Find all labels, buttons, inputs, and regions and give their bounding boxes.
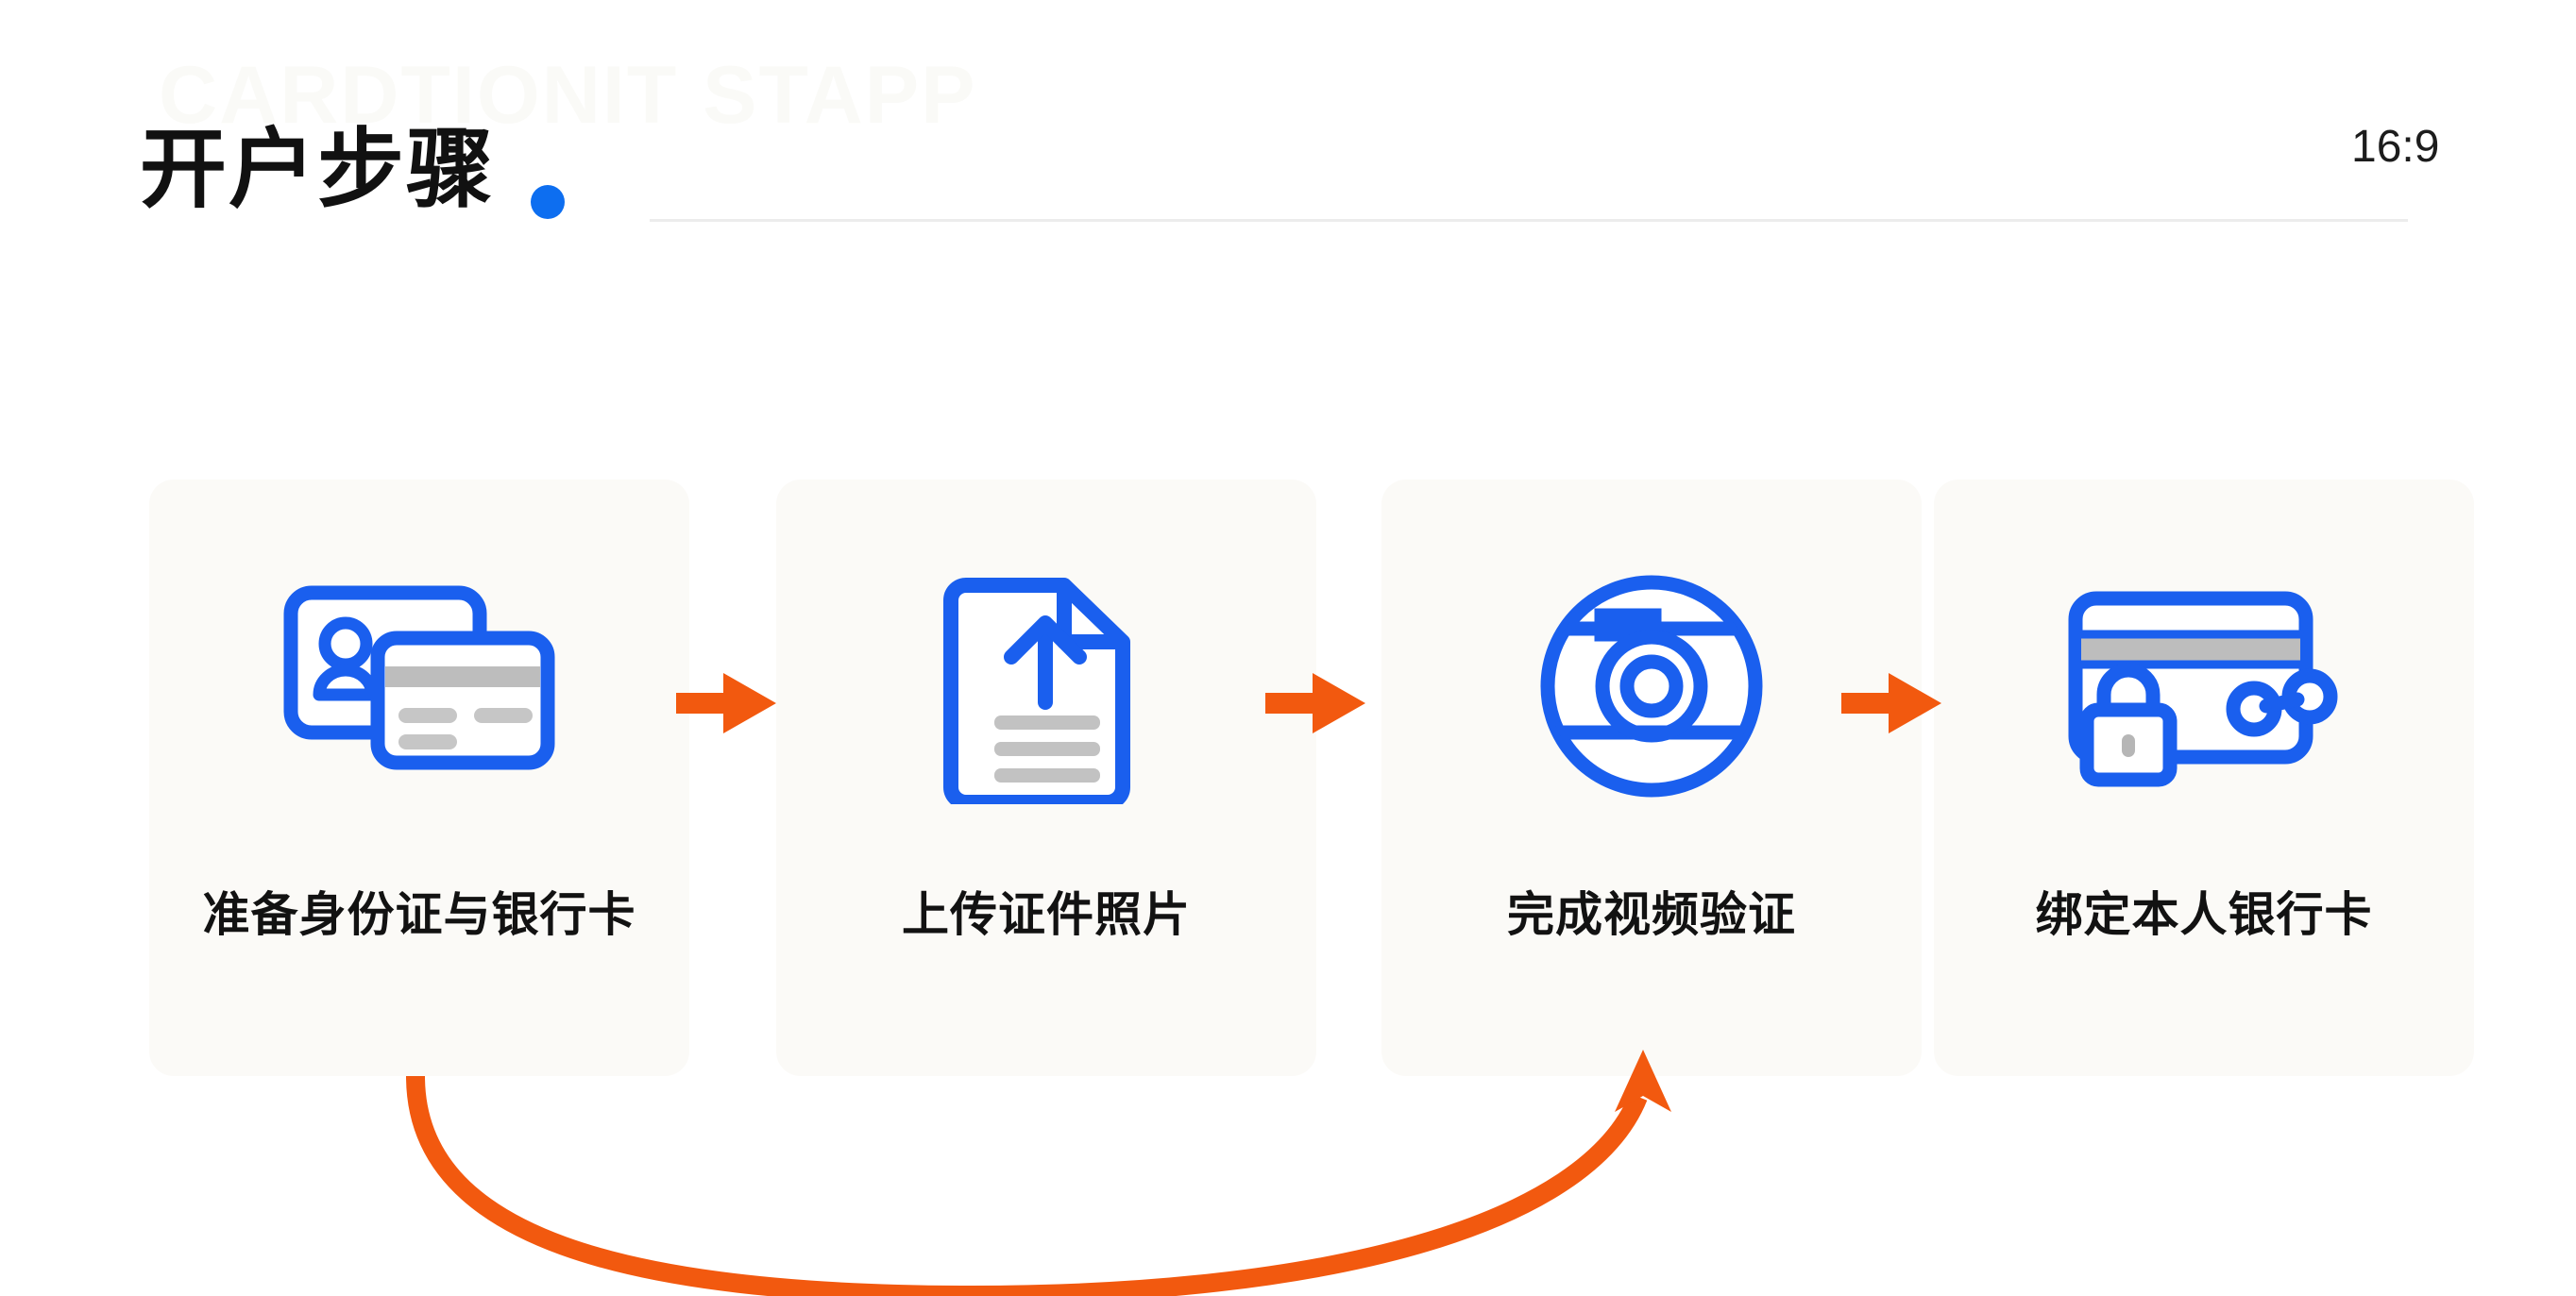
id-card-and-bank-card-icon — [149, 549, 689, 823]
header-divider — [650, 219, 2408, 222]
title-accent-dot-icon — [531, 185, 565, 219]
page-title: 开户步骤 — [140, 122, 496, 218]
step-card-1[interactable]: 准备身份证与银行卡 — [149, 480, 689, 1076]
bank-card-lock-link-icon — [1934, 549, 2474, 823]
webcam-video-verify-icon — [1381, 549, 1922, 823]
step-label-4: 绑定本人银行卡 — [2035, 888, 2373, 941]
step-card-3[interactable]: 完成视频验证 — [1381, 480, 1922, 1076]
step-label-3: 完成视频验证 — [1507, 888, 1796, 941]
background-watermark-text: CARDTIONIT STAPP — [159, 50, 977, 141]
arrow-right-icon-1 — [676, 672, 776, 734]
step-card-4[interactable]: 绑定本人银行卡 — [1934, 480, 2474, 1076]
arrow-right-icon-3 — [1841, 672, 1941, 734]
document-upload-icon — [776, 549, 1316, 823]
aspect-ratio-badge: 16:9 — [2351, 122, 2440, 172]
step-label-2: 上传证件照片 — [902, 888, 1191, 941]
step-label-1: 准备身份证与银行卡 — [202, 888, 636, 941]
arrow-right-icon-2 — [1265, 672, 1365, 734]
step-card-2[interactable]: 上传证件照片 — [776, 480, 1316, 1076]
